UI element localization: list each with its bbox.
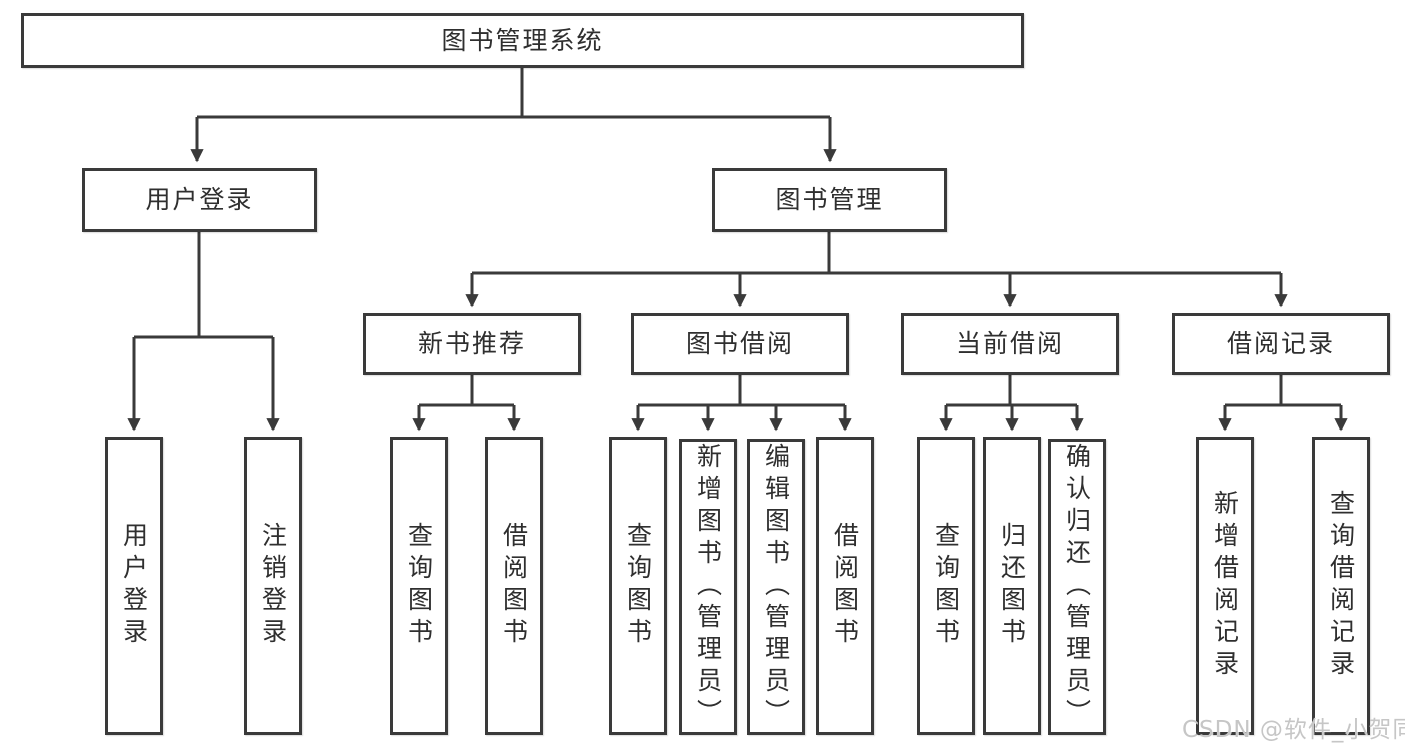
node-borrow-records: 借阅记录 [1172, 313, 1390, 375]
branch-lines [134, 68, 1341, 407]
node-book-borrowing: 图书借阅 [631, 313, 849, 375]
leaf-current-return-books: 归还图书 [983, 437, 1041, 735]
leaf-borrowing-edit-book-admin: 编辑图书（管理员） [747, 439, 805, 735]
node-root: 图书管理系统 [21, 13, 1024, 68]
leaf-newbook-borrow-books: 借阅图书 [485, 437, 543, 735]
leaf-newbook-query-books: 查询图书 [390, 437, 448, 735]
node-new-book-recommend: 新书推荐 [363, 313, 581, 375]
leaf-current-query-books: 查询图书 [917, 437, 975, 735]
node-user-login: 用户登录 [82, 168, 317, 232]
watermark-text: CSDN @软件_小贺同学 [1182, 717, 1405, 743]
leaf-records-add-record: 新增借阅记录 [1196, 437, 1254, 735]
leaf-logout: 注销登录 [244, 437, 302, 735]
node-book-management: 图书管理 [712, 168, 947, 232]
leaf-records-query-record: 查询借阅记录 [1312, 437, 1370, 735]
node-current-borrowing: 当前借阅 [901, 313, 1119, 375]
leaf-borrowing-query-books: 查询图书 [609, 437, 667, 735]
leaf-borrowing-borrow-books: 借阅图书 [816, 437, 874, 735]
leaf-user-login: 用户登录 [105, 437, 163, 735]
leaf-borrowing-add-book-admin: 新增图书（管理员） [679, 439, 737, 735]
leaf-current-confirm-return-admin: 确认归还（管理员） [1048, 439, 1106, 735]
